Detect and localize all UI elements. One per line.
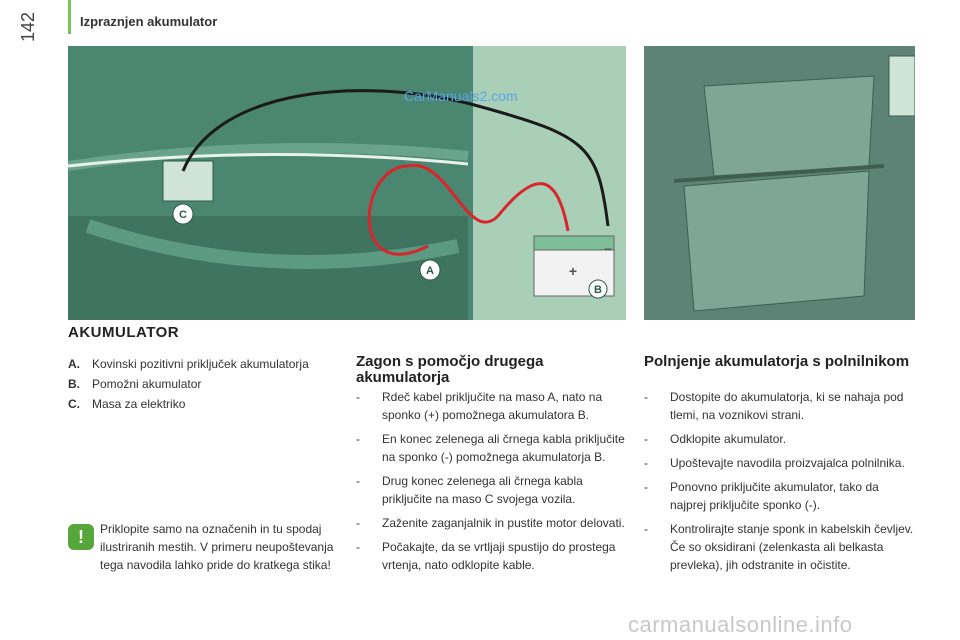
- list-item: Ponovno priključite akumulator, tako da …: [644, 478, 914, 514]
- floor-illustration: [644, 46, 915, 320]
- charging-title: Polnjenje akumulatorja s polnilnikom: [644, 353, 910, 370]
- legend-item-c: C. Masa za elektriko: [68, 394, 348, 414]
- warning-text: Priklopite samo na označenih in tu spoda…: [100, 522, 334, 572]
- plus-sign: +: [569, 263, 577, 279]
- label-b-marker: [588, 279, 608, 299]
- legend-key: A.: [68, 357, 80, 371]
- legend-text: Kovinski pozitivni priključek akumulator…: [92, 357, 309, 371]
- list-item: Kontrolirajte stanje sponk in kabelskih …: [644, 520, 914, 574]
- legend-key: B.: [68, 377, 80, 391]
- floor-drawing: [644, 46, 915, 320]
- page-header-title: Izpraznjen akumulator: [80, 14, 218, 29]
- list-item: Upoštevajte navodila proizvajalca polnil…: [644, 454, 914, 472]
- watermark-top: CarManuals2.com: [404, 88, 518, 104]
- list-item: En konec zelenega ali črnega kabla prikl…: [356, 430, 628, 466]
- footer-watermark: carmanualsonline.info: [628, 612, 853, 637]
- section-title: AKUMULATOR: [68, 324, 180, 341]
- legend-item-a: A. Kovinski pozitivni priključek akumulat…: [68, 354, 348, 374]
- label-a-marker: [419, 259, 441, 281]
- list-item: Drug konec zelenega ali črnega kabla pri…: [356, 472, 628, 508]
- list-item: Zaženite zaganjalnik in pustite motor de…: [356, 514, 628, 532]
- list-item: Dostopite do akumulatorja, ki se nahaja …: [644, 388, 914, 424]
- label-c: C: [179, 209, 187, 221]
- legend-item-b: B. Pomožni akumulator: [68, 374, 348, 394]
- jump-start-steps: Rdeč kabel priključite na maso A, nato n…: [356, 388, 628, 580]
- engine-bay-drawing: C + − B A: [68, 46, 626, 320]
- legend: A. Kovinski pozitivni priključek akumulat…: [68, 354, 348, 414]
- minus-sign: −: [604, 241, 612, 257]
- red-cable: [367, 163, 570, 256]
- list-item: Odklopite akumulator.: [644, 430, 914, 448]
- jump-start-title: Zagon s pomočjo drugega akumulatorja: [356, 353, 544, 386]
- legend-text: Masa za elektriko: [92, 397, 186, 411]
- header-accent-bar: [68, 0, 71, 34]
- list-item: Počakajte, da se vrtljaji spustijo do pr…: [356, 538, 628, 574]
- legend-text: Pomožni akumulator: [92, 377, 202, 391]
- list-item: Rdeč kabel priključite na maso A, nato n…: [356, 388, 628, 424]
- legend-key: C.: [68, 397, 80, 411]
- label-a: A: [426, 265, 434, 277]
- page-number: 142: [18, 11, 38, 42]
- black-cable: [181, 89, 610, 227]
- warning-icon: !: [68, 524, 94, 550]
- engine-bay-illustration: C + − B A: [68, 46, 626, 320]
- label-c-marker: [172, 203, 194, 225]
- charging-steps: Dostopite do akumulatorja, ki se nahaja …: [644, 388, 914, 580]
- label-b: B: [594, 284, 602, 296]
